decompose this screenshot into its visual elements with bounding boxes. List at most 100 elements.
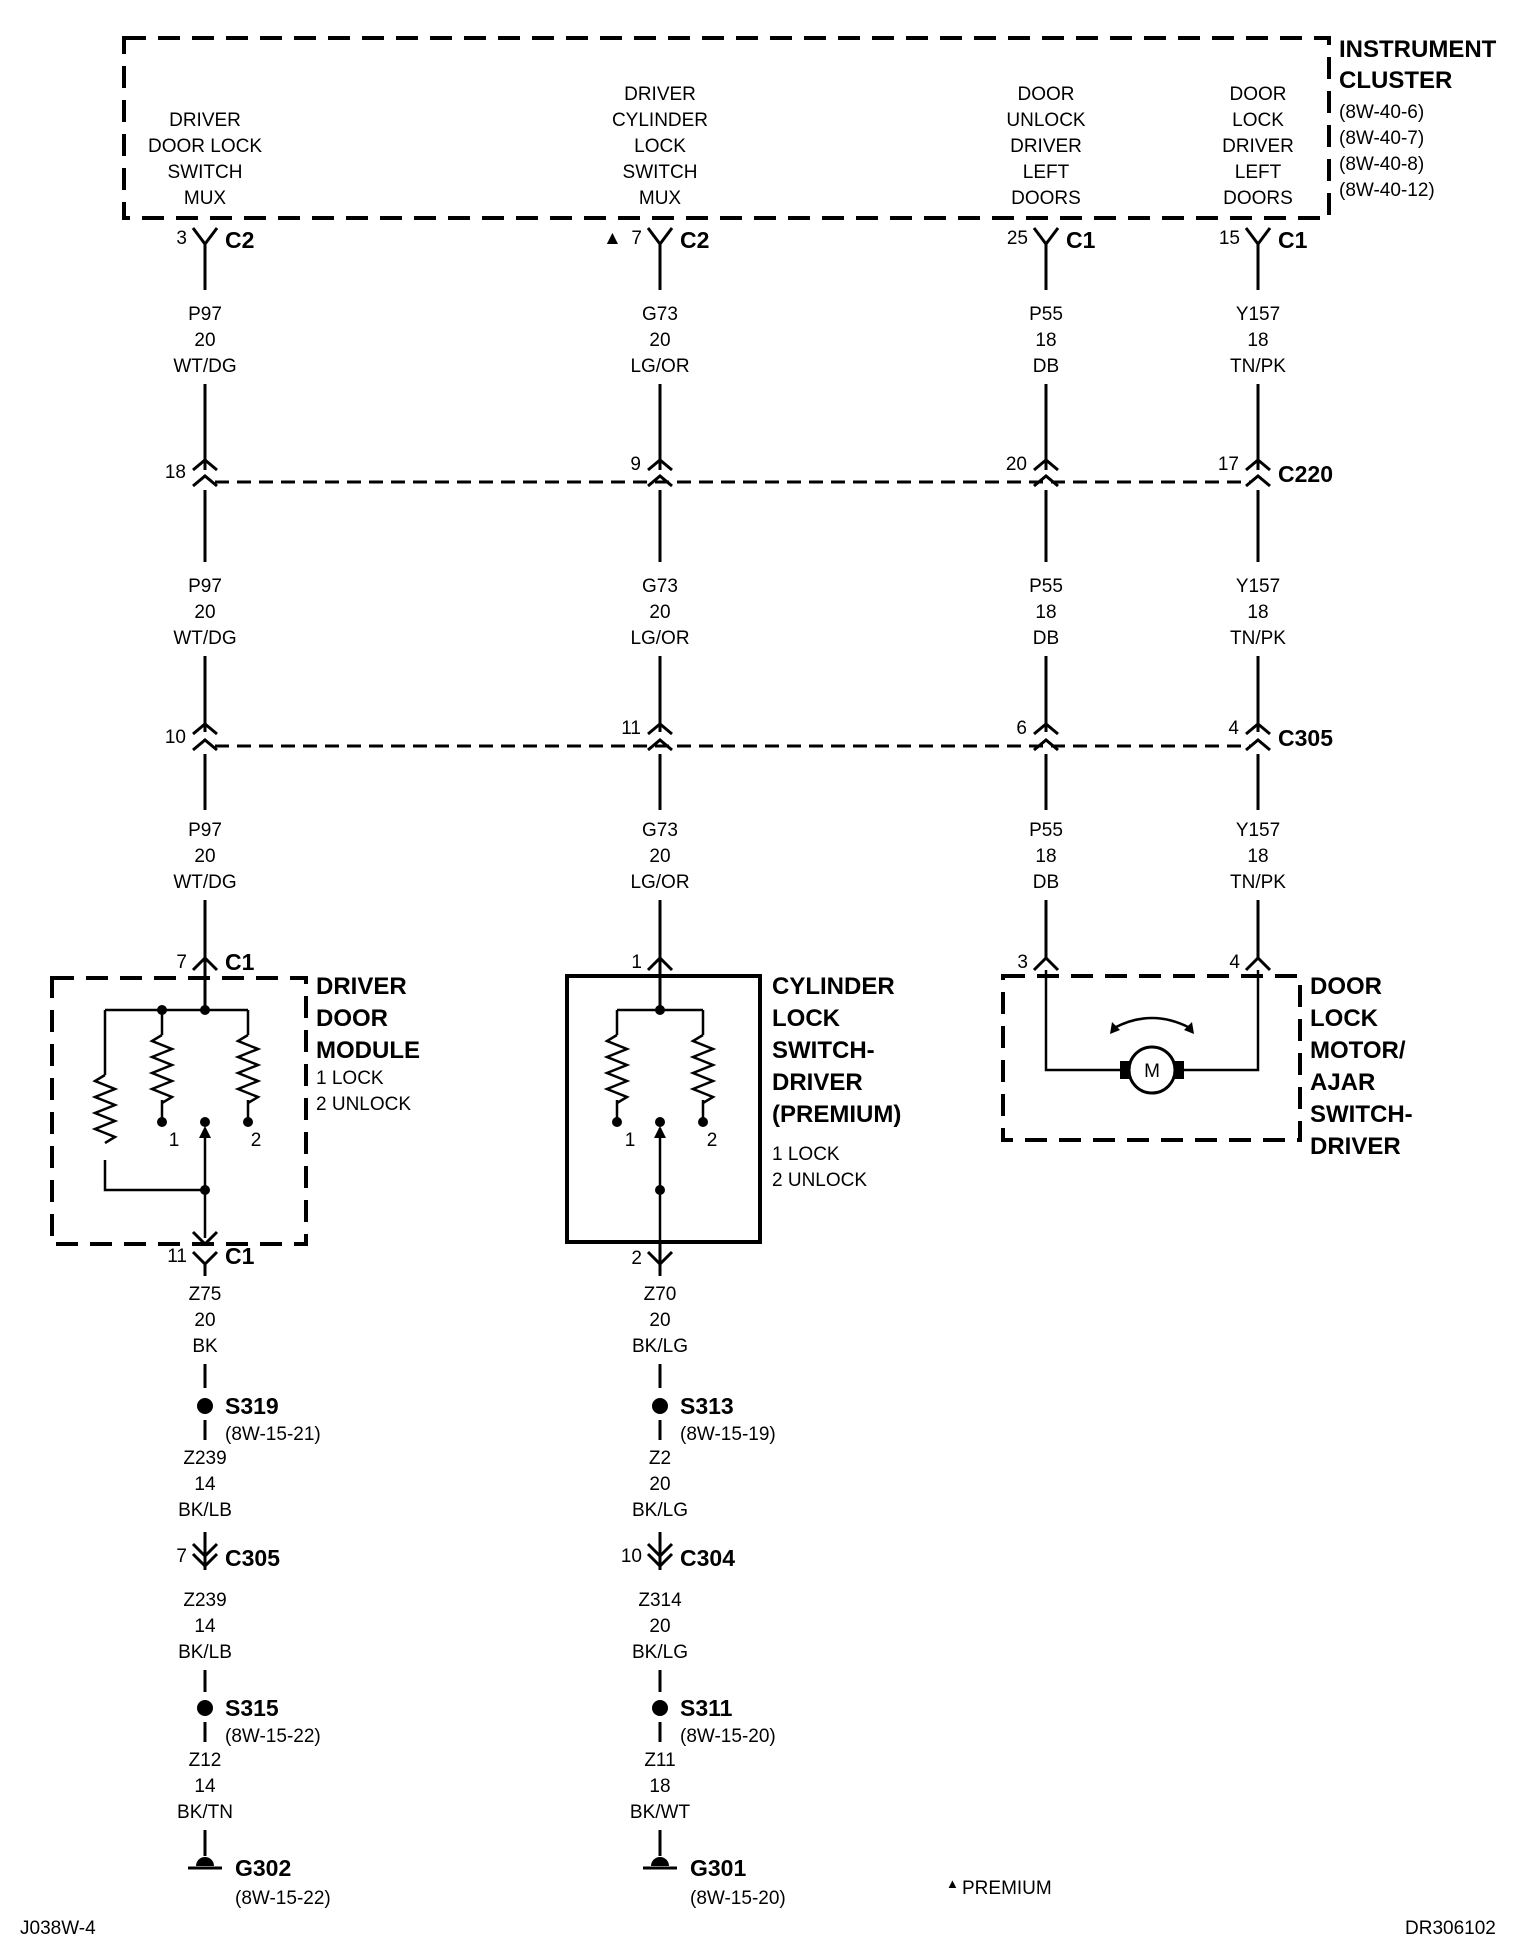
legend-line: 1 LOCK xyxy=(772,1144,840,1165)
wire-code: P55 xyxy=(1029,820,1063,841)
connector-name: C305 xyxy=(1278,725,1333,751)
cluster-connector-pins: 3 C2 ▲ 7 C2 25 C1 15 C1 xyxy=(176,227,1308,290)
splice-icon xyxy=(197,1398,213,1414)
wire-code: Z12 xyxy=(189,1750,222,1771)
connector-name: C1 xyxy=(225,1243,255,1269)
circuit-label: LOCK xyxy=(634,136,686,157)
wire-color: WT/DG xyxy=(173,872,236,893)
wire-color: DB xyxy=(1033,872,1059,893)
wire-labels-segment-1: P97 20 WT/DG G73 20 LG/OR P55 18 DB Y157… xyxy=(173,304,1286,377)
motor-brush xyxy=(1174,1061,1184,1079)
switch-arrow-icon xyxy=(199,1126,211,1138)
splice-ref: (8W-15-19) xyxy=(680,1424,776,1445)
splice-icon xyxy=(652,1398,668,1414)
wire-color: BK/LG xyxy=(632,1500,688,1521)
connector-pin-symbol xyxy=(1245,722,1271,752)
wire-gauge: 20 xyxy=(649,1310,670,1331)
wire-gauge: 18 xyxy=(649,1776,670,1797)
pin-number: 15 xyxy=(1219,228,1240,249)
wire-color: DB xyxy=(1033,356,1059,377)
switch-position-label: 1 xyxy=(625,1130,636,1151)
wire-labels-segment-3: P97 20 WT/DG G73 20 LG/OR P55 18 DB Y157… xyxy=(173,820,1286,893)
resistor-symbol xyxy=(689,1033,717,1105)
circuit-label: MUX xyxy=(639,188,682,209)
component-title: DRIVER xyxy=(1310,1133,1401,1160)
instrument-cluster-ref: (8W-40-12) xyxy=(1339,180,1435,201)
rotation-arrow-icon xyxy=(1110,1022,1120,1034)
component-title: DOOR xyxy=(1310,973,1382,1000)
pin-number: 2 xyxy=(631,1248,642,1269)
wire-code: G73 xyxy=(642,820,678,841)
circuit-label: LEFT xyxy=(1235,162,1282,183)
circuit-label: SWITCH xyxy=(623,162,698,183)
ground-icon xyxy=(196,1857,214,1866)
component-title: CYLINDER xyxy=(772,973,895,1000)
switch-contact xyxy=(200,1117,210,1127)
component-title: DRIVER xyxy=(316,973,407,1000)
ground-name: G301 xyxy=(690,1855,746,1881)
junction-dot xyxy=(200,1185,210,1195)
circuit-label: DOORS xyxy=(1011,188,1081,209)
wire-code: Z239 xyxy=(183,1448,226,1469)
wire-gauge: 20 xyxy=(649,846,670,867)
wire-code: P97 xyxy=(188,576,222,597)
wire-gauge: 18 xyxy=(1035,330,1056,351)
connector-name: C2 xyxy=(225,227,254,253)
pin-number: 10 xyxy=(165,727,186,748)
diagram-code-left: J038W-4 xyxy=(20,1918,96,1939)
wire-line xyxy=(203,656,1260,732)
footer: ▲ PREMIUM J038W-4 DR306102 xyxy=(20,1876,1496,1939)
wire-color: BK/LB xyxy=(178,1642,232,1663)
wire-gauge: 20 xyxy=(649,1474,670,1495)
wire-line xyxy=(203,384,1260,470)
rotation-arrow-icon xyxy=(1184,1022,1194,1034)
wires-segment-4 xyxy=(203,754,1260,810)
connector-pin-symbol xyxy=(191,1230,219,1276)
wire-color: TN/PK xyxy=(1230,628,1286,649)
instrument-cluster: INSTRUMENT CLUSTER (8W-40-6) (8W-40-7) (… xyxy=(122,36,1497,220)
resistor-symbol xyxy=(148,1033,176,1105)
wire-code: P97 xyxy=(188,304,222,325)
connector-pin-symbol xyxy=(1032,227,1060,290)
connector-name: C1 xyxy=(1278,227,1308,253)
connector-pin-symbol xyxy=(646,227,674,290)
connector-name: C220 xyxy=(1278,461,1333,487)
motor-circuit-lines xyxy=(1044,970,1260,1072)
right-ground-path: Z70 20 BK/LG S313 (8W-15-19) Z2 20 BK/LG… xyxy=(621,1284,786,1909)
premium-marker-icon: ▲ xyxy=(603,228,622,249)
pin-number: 18 xyxy=(165,462,186,483)
wire-gauge: 20 xyxy=(649,1616,670,1637)
pin-number: 6 xyxy=(1016,718,1027,739)
switch-position-label: 1 xyxy=(169,1130,180,1151)
wire-code: Y157 xyxy=(1236,820,1280,841)
c220-connector: 18 9 20 17 C220 xyxy=(165,454,1333,488)
wire-code: P97 xyxy=(188,820,222,841)
component-title: SWITCH- xyxy=(772,1037,875,1064)
circuit-label: DRIVER xyxy=(1222,136,1294,157)
component-title: LOCK xyxy=(772,1005,841,1032)
pin-number: 7 xyxy=(176,952,187,973)
wire-code: Z70 xyxy=(644,1284,677,1305)
pin-number: 9 xyxy=(630,454,641,475)
wire-line xyxy=(203,900,1260,958)
wire-color: DB xyxy=(1033,628,1059,649)
connector-name: C1 xyxy=(1066,227,1096,253)
circuit-label: DOORS xyxy=(1223,188,1293,209)
switch-contact xyxy=(698,1117,708,1127)
wire-code: P55 xyxy=(1029,576,1063,597)
switch-position-label: 2 xyxy=(707,1130,718,1151)
motor-brush xyxy=(1120,1061,1130,1079)
pin-number: 4 xyxy=(1228,718,1239,739)
wire-gauge: 14 xyxy=(194,1474,216,1495)
wire-gauge: 20 xyxy=(649,330,670,351)
wire-gauge: 14 xyxy=(194,1776,216,1797)
wire-gauge: 18 xyxy=(1247,846,1268,867)
wire-gauge: 18 xyxy=(1035,846,1056,867)
circuit-label: DRIVER xyxy=(1010,136,1082,157)
pin-number: 20 xyxy=(1006,454,1027,475)
rotation-arc-icon xyxy=(1113,1016,1191,1030)
wire-color: TN/PK xyxy=(1230,872,1286,893)
resistor-symbol xyxy=(234,1033,262,1105)
wire-gauge: 20 xyxy=(194,846,215,867)
